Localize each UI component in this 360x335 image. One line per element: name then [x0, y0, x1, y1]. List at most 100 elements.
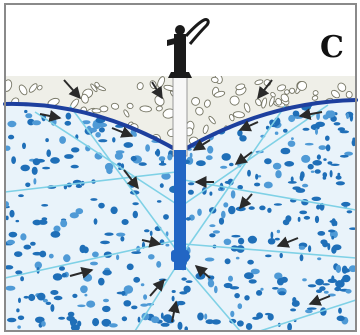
aquifer-grain: [186, 280, 193, 283]
aquifer-grain: [42, 167, 50, 170]
aquifer-grain: [308, 164, 314, 170]
aquifer-grain: [145, 144, 150, 151]
well-casing: [173, 76, 187, 156]
aquifer-grain: [109, 323, 118, 327]
aquifer-grain: [224, 283, 233, 288]
aquifer-grain: [188, 182, 194, 185]
aquifer-grain: [59, 136, 66, 144]
aquifer-grain: [324, 291, 329, 294]
aquifer-grain: [338, 308, 342, 314]
aquifer-grain: [304, 216, 310, 220]
aquifer-grain: [238, 303, 243, 309]
aquifer-grain: [312, 197, 322, 201]
aquifer-grain: [123, 300, 131, 306]
aquifer-grain: [140, 304, 148, 307]
aquifer-grain: [247, 260, 254, 265]
aquifer-grain: [116, 233, 125, 237]
aquifer-grain: [76, 184, 82, 188]
aquifer-grain: [221, 211, 226, 219]
aquifer-grain: [46, 149, 51, 157]
aquifer-grain: [317, 154, 321, 159]
aquifer-grain: [280, 253, 283, 258]
aquifer-grain: [267, 208, 271, 213]
aquifer-grain: [178, 322, 183, 330]
aquifer-grain: [50, 290, 58, 295]
aquifer-grain: [209, 233, 215, 237]
aquifer-grain: [167, 154, 172, 160]
aquifer-grain: [18, 194, 24, 197]
aquifer-grain: [50, 304, 54, 312]
aquifer-grain: [319, 286, 325, 291]
aquifer-grain: [28, 294, 35, 301]
aquifer-grain: [330, 164, 339, 166]
aquifer-grain: [271, 232, 274, 239]
aquifer-grain: [157, 200, 162, 203]
aquifer-grain: [141, 283, 145, 286]
aquifer-grain: [336, 181, 345, 185]
aquifer-grain: [205, 258, 215, 262]
aquifer-grain: [330, 170, 333, 177]
pebble: [140, 106, 152, 113]
aquifer-grain: [102, 306, 111, 312]
aquifer-grain: [53, 273, 63, 280]
aquifer-grain: [327, 110, 335, 117]
aquifer-grain: [220, 166, 227, 169]
aquifer-grain: [315, 216, 319, 223]
aquifer-grain: [230, 311, 234, 317]
aquifer-grain: [54, 296, 63, 300]
aquifer-grain: [308, 245, 311, 252]
aquifer-grain: [20, 233, 26, 240]
aquifer-grain: [132, 202, 138, 205]
aquifer-grain: [37, 293, 46, 301]
aquifer-grain: [20, 276, 24, 281]
aquifer-grain: [39, 220, 48, 225]
aquifer-grain: [98, 139, 107, 142]
aquifer-grain: [288, 115, 295, 122]
aquifer-grain: [334, 122, 341, 125]
aquifer-grain: [244, 272, 254, 279]
aquifer-grain: [71, 165, 79, 169]
aquifer-grain: [287, 323, 292, 331]
aquifer-grain: [281, 277, 288, 283]
aquifer-grain: [41, 321, 46, 327]
aquifer-grain: [98, 203, 105, 209]
aquifer-grain: [260, 288, 263, 291]
aquifer-grain: [176, 301, 185, 305]
aquifer-grain: [239, 135, 246, 141]
aquifer-grain: [25, 113, 32, 118]
aquifer-grain: [272, 287, 279, 290]
aquifer-grain: [15, 220, 19, 222]
aquifer-grain: [212, 319, 221, 324]
aquifer-grain: [237, 320, 244, 326]
aquifer-grain: [80, 285, 88, 293]
aquifer-grain: [51, 231, 61, 238]
aquifer-grain: [214, 286, 218, 294]
aquifer-grain: [323, 158, 326, 161]
aquifer-grain: [163, 214, 169, 220]
aquifer-grain: [222, 153, 231, 161]
aquifer-grain: [84, 294, 87, 297]
aquifer-grain: [225, 258, 231, 264]
aquifer-grain: [100, 241, 110, 245]
aquifer-grain: [98, 278, 105, 286]
aquifer-grain: [20, 165, 30, 172]
aquifer-grain: [92, 252, 99, 258]
aquifer-grain: [172, 296, 175, 302]
aquifer-grain: [300, 254, 304, 261]
aquifer-grain: [58, 317, 65, 320]
aquifer-grain: [255, 174, 258, 180]
aquifer-grain: [165, 244, 169, 247]
aquifer-grain: [190, 153, 193, 158]
aquifer-grain: [121, 291, 125, 296]
aquifer-grain: [337, 173, 340, 176]
aquifer-grain: [342, 275, 350, 282]
aquifer-grain: [172, 290, 176, 293]
aquifer-grain: [248, 236, 257, 244]
aquifer-grain: [62, 273, 67, 278]
aquifer-grain: [305, 309, 313, 313]
aquifer-grain: [213, 230, 220, 233]
aquifer-grain: [22, 143, 26, 149]
aquifer-grain: [264, 158, 272, 164]
aquifer-grain: [256, 312, 263, 318]
aquifer-grain: [77, 305, 85, 308]
